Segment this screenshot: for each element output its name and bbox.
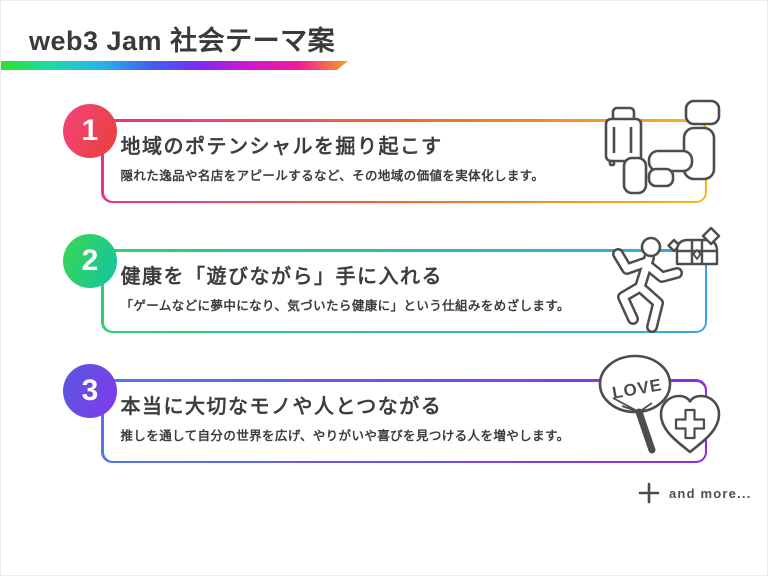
theme-2-number-badge: 2 xyxy=(63,234,117,288)
theme-2-number: 2 xyxy=(81,244,99,277)
theme-card-2: 健康を「遊びながら」手に入れる 「ゲームなどに夢中になり、気づいたら健康に」とい… xyxy=(101,249,707,333)
page-title: web3 Jam 社会テーマ案 xyxy=(29,26,336,56)
theme-card-2-body: 健康を「遊びながら」手に入れる 「ゲームなどに夢中になり、気づいたら健康に」とい… xyxy=(103,251,705,331)
running-person-icon xyxy=(612,236,683,333)
theme-card-1-body: 地域のポテンシャルを掘り起こす 隠れた逸品や名店をアピールするなど、その地域の価… xyxy=(103,121,705,201)
heart-plus-icon xyxy=(659,394,721,454)
suitcase-and-train-seat-icon xyxy=(604,99,721,195)
theme-1-description: 隠れた逸品や名店をアピールするなど、その地域の価値を実体化します。 xyxy=(120,168,545,183)
theme-2-description: 「ゲームなどに夢中になり、気づいたら健康に」という仕組みをめざします。 xyxy=(120,298,570,313)
theme-3-number-badge: 3 xyxy=(63,364,117,418)
theme-2-title: 健康を「遊びながら」手に入れる xyxy=(120,265,443,288)
theme-1-title: 地域のポテンシャルを掘り起こす xyxy=(120,135,443,158)
title-underline-rainbow-bar xyxy=(1,61,348,70)
theme-1-number-badge: 1 xyxy=(63,104,117,158)
theme-3-description: 推しを通して自分の世界を広げ、やりがいや喜びを見つける人を増やします。 xyxy=(120,428,570,443)
running-person-treasure-chest-icon xyxy=(612,227,721,333)
theme-3-title: 本当に大切なモノや人とつながる xyxy=(120,395,443,418)
theme-3-number: 3 xyxy=(81,374,99,407)
suitcase-icon xyxy=(604,106,643,167)
footer-and-more: and more... xyxy=(638,482,752,504)
theme-1-number: 1 xyxy=(81,114,99,147)
and-more-label: and more... xyxy=(669,485,752,501)
love-fan-icon: LOVE xyxy=(598,354,672,454)
theme-card-3-body: 本当に大切なモノや人とつながる 推しを通して自分の世界を広げ、やりがいや喜びを見… xyxy=(103,381,705,461)
travel-bag-icon xyxy=(622,156,648,195)
love-fan-and-heart-icon: LOVE xyxy=(598,354,721,454)
train-seat-icon xyxy=(647,99,721,188)
plus-icon xyxy=(638,482,660,504)
treasure-chest-icon xyxy=(667,227,721,266)
